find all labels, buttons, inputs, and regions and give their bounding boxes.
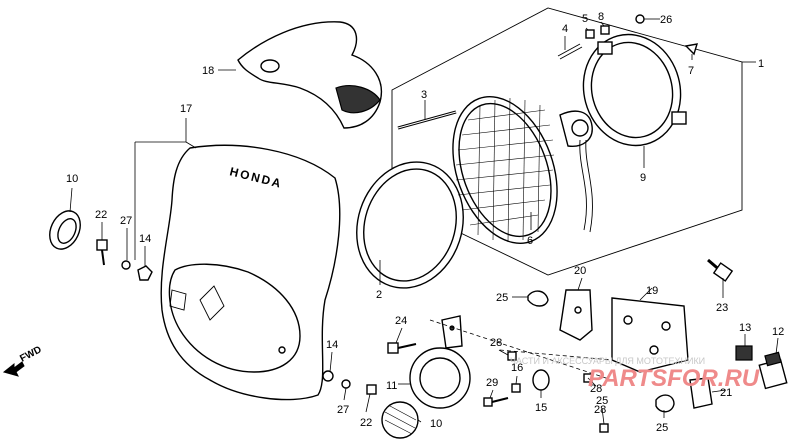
- callout-17: 17: [180, 103, 192, 115]
- callout-11: 11: [386, 380, 397, 392]
- terminal-13: [735, 345, 753, 361]
- callout-19: 19: [646, 285, 658, 297]
- alignment-lines: [429, 319, 613, 381]
- relay-12: [758, 351, 788, 390]
- callout-25-lower: 25: [596, 395, 608, 407]
- callout-28-c: 28: [594, 404, 606, 416]
- callout-25-top: 25: [496, 292, 508, 304]
- callout-24: 24: [395, 315, 407, 327]
- callout-4: 4: [562, 23, 568, 35]
- fwd-arrow-icon: [2, 361, 25, 377]
- bolt-28-c: [599, 423, 609, 433]
- washer-14-lower: [322, 370, 334, 382]
- callout-27-upper: 27: [120, 215, 132, 227]
- bolt-22-upper: [96, 239, 108, 266]
- callout-16: 16: [511, 362, 523, 374]
- bolt-22-lower: [366, 384, 377, 395]
- headlight-upper-cover: [237, 21, 382, 129]
- callouts: 1 2 3 4 5 6 7 8 9 10 10 11 12 13 14 14 1…: [66, 11, 784, 434]
- callout-15: 15: [535, 402, 547, 414]
- callout-20: 20: [574, 265, 586, 277]
- callout-23: 23: [716, 302, 728, 314]
- washer-27-upper: [121, 260, 131, 270]
- clip-7: [684, 43, 698, 56]
- callout-6: 6: [527, 235, 533, 247]
- screw-26: [635, 14, 645, 24]
- bolt-24: [387, 342, 417, 354]
- callout-2: 2: [376, 289, 382, 301]
- nut-8: [600, 25, 610, 35]
- callout-10-left: 10: [66, 173, 78, 185]
- callout-3: 3: [421, 89, 427, 101]
- watermark-line: ЧАСТИ И АКСЕССУАРЫ ДЛЯ МОТОТЕХНИКИ: [510, 356, 705, 366]
- watermark: ЧАСТИ И АКСЕССУАРЫ ДЛЯ МОТОТЕХНИКИ PARTS…: [510, 356, 760, 392]
- watermark-brand: PARTSFOR.RU: [588, 365, 760, 392]
- screw-4: [557, 43, 583, 60]
- clamp-25-lower: [655, 394, 675, 413]
- nut-5: [585, 29, 595, 39]
- callout-22-upper: 22: [95, 209, 107, 221]
- collar-15: [532, 369, 550, 391]
- callout-12: 12: [772, 326, 784, 338]
- leader-lines: [69, 18, 779, 425]
- callout-14-upper: 14: [139, 233, 151, 245]
- callout-29: 29: [486, 377, 498, 389]
- callout-5: 5: [582, 13, 588, 25]
- callout-27-lower: 27: [337, 404, 349, 416]
- stay-20: [559, 289, 593, 341]
- callout-21: 21: [720, 387, 732, 399]
- headlight-case: [582, 33, 687, 147]
- bracket-21: [689, 377, 713, 409]
- bolt-16: [511, 383, 521, 393]
- callout-25-mid: 25: [656, 422, 668, 434]
- horn: [409, 315, 471, 409]
- callout-8: 8: [598, 11, 604, 23]
- callout-7: 7: [688, 65, 694, 77]
- screw-29: [483, 397, 509, 407]
- callout-10-lower: 10: [430, 418, 442, 430]
- fwd-indicator: FWD: [2, 344, 44, 377]
- washer-27-lower: [341, 379, 351, 389]
- callout-22-lower: 22: [360, 417, 372, 429]
- fwd-label: FWD: [18, 344, 43, 364]
- bolt-28-a: [507, 351, 517, 361]
- callout-13: 13: [739, 322, 751, 334]
- bracket-19: [611, 297, 689, 373]
- clamp-25-top: [527, 290, 549, 307]
- reflector-left: [49, 210, 81, 250]
- headlight-unit: [452, 96, 593, 244]
- callout-1: 1: [758, 58, 764, 70]
- nut-14-upper: [137, 265, 153, 281]
- bolt-23: [707, 258, 734, 282]
- headlight-rim: [356, 161, 464, 289]
- callout-28-a: 28: [490, 337, 502, 349]
- callout-14-lower: 14: [326, 339, 338, 351]
- callout-9: 9: [640, 172, 646, 184]
- callout-28-b: 28: [590, 383, 602, 395]
- callout-18: 18: [202, 65, 214, 77]
- callout-26: 26: [660, 14, 672, 26]
- reflector-lower: [381, 401, 419, 439]
- screw-3: [397, 110, 457, 130]
- front-cowl: HONDA: [160, 144, 341, 401]
